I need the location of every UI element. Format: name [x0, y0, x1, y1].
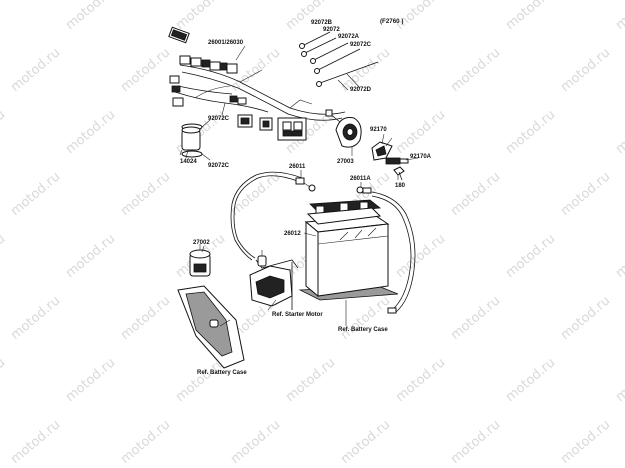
- watermark-text: motod.ru: [448, 417, 503, 467]
- watermark-text: motod.ru: [228, 169, 283, 219]
- starter-relay: [249, 250, 299, 311]
- battery-26012: [304, 199, 390, 298]
- watermark-text: motod.ru: [393, 355, 448, 405]
- part-labels: 92072B 92072 92072A 92072C 92072D 26001/…: [180, 20, 432, 376]
- watermark-text: motod.ru: [448, 45, 503, 95]
- watermark-text: motod.ru: [503, 0, 558, 33]
- clip-92170a: [385, 157, 419, 165]
- label-26012: 26012: [284, 231, 301, 237]
- label-27002: 27002: [193, 240, 210, 246]
- watermark-text: motod.ru: [393, 107, 448, 157]
- watermark-text: motod.ru: [0, 355, 8, 405]
- watermark-text: motod.ru: [63, 355, 118, 405]
- label-92072c-2: 92072C: [208, 163, 230, 169]
- watermark-text: motod.ru: [558, 45, 613, 95]
- label-92072d: 92072D: [350, 87, 372, 93]
- clamp-bands: [299, 31, 379, 89]
- watermark-text: motod.ru: [558, 169, 613, 219]
- watermark-text: motod.ru: [8, 417, 63, 467]
- label-92072a: 92072A: [338, 34, 360, 40]
- watermark-text: motod.ru: [448, 169, 503, 219]
- bolt-180: [393, 166, 405, 181]
- cable-26011a: [356, 186, 416, 314]
- bracket-92170: [371, 137, 393, 161]
- watermark-text: motod.ru: [558, 293, 613, 343]
- watermark-text: motod.ru: [0, 0, 8, 33]
- label-ref-battery-case-left: Ref. Battery Case: [197, 370, 247, 376]
- label-92170a: 92170A: [410, 154, 432, 160]
- watermark-text: motod.ru: [0, 107, 8, 157]
- watermark-text: motod.ru: [0, 231, 8, 281]
- diagram-code: (F2760 ): [380, 18, 403, 25]
- watermark-text: motod.ru: [613, 355, 625, 405]
- watermark-text: motod.ru: [613, 107, 625, 157]
- watermark-text: motod.ru: [338, 417, 393, 467]
- watermark-text: motod.ru: [448, 293, 503, 343]
- watermark-text: motod.ru: [173, 0, 228, 33]
- label-26011: 26011: [289, 164, 306, 170]
- watermark-text: motod.ru: [8, 293, 63, 343]
- cable-26011: [230, 171, 316, 261]
- horn-27003: [325, 109, 362, 148]
- label-92072b: 92072B: [311, 20, 333, 26]
- label-180: 180: [395, 183, 406, 189]
- watermark-text: motod.ru: [63, 231, 118, 281]
- label-92170: 92170: [370, 127, 387, 133]
- battery-case-plate: [177, 285, 245, 369]
- watermark-text: motod.ru: [283, 355, 338, 405]
- watermark-text: motod.ru: [613, 0, 625, 33]
- cover-14024: [179, 126, 201, 156]
- watermark-text: motod.ru: [558, 417, 613, 467]
- leader-lines: [185, 45, 399, 326]
- watermark-text: motod.ru: [228, 417, 283, 467]
- label-92072: 92072: [323, 27, 340, 33]
- watermark-text: motod.ru: [63, 0, 118, 33]
- label-14024: 14024: [180, 159, 197, 165]
- watermark-text: motod.ru: [173, 107, 228, 157]
- label-ref-battery-case-right: Ref. Battery Case: [338, 327, 388, 333]
- watermark-text: motod.ru: [503, 231, 558, 281]
- watermark-text: motod.ru: [8, 45, 63, 95]
- watermark-text: motod.ru: [393, 231, 448, 281]
- label-92072c-top: 92072C: [350, 42, 372, 48]
- harness-tag-icon: [168, 26, 190, 44]
- label-26011a: 26011A: [350, 176, 371, 182]
- watermark-text: motod.ru: [503, 107, 558, 157]
- watermark-text: motod.ru: [118, 169, 173, 219]
- watermark-text: motod.ru: [393, 0, 448, 33]
- watermark-text: motod.ru: [118, 417, 173, 467]
- watermark-text: motod.ru: [503, 355, 558, 405]
- relay-27002: [189, 244, 211, 277]
- label-ref-starter-motor: Ref. Starter Motor: [272, 312, 323, 318]
- wiring-harness: [169, 55, 346, 141]
- label-27003: 27003: [337, 159, 354, 165]
- label-92072c-1: 92072C: [208, 116, 230, 122]
- watermark-text: motod.ru: [8, 169, 63, 219]
- watermark-text: motod.ru: [118, 293, 173, 343]
- watermark-text: motod.ru: [118, 45, 173, 95]
- watermark-text: motod.ru: [613, 231, 625, 281]
- watermark-text: motod.ru: [63, 107, 118, 157]
- label-26001-26030: 26001/26030: [208, 40, 244, 46]
